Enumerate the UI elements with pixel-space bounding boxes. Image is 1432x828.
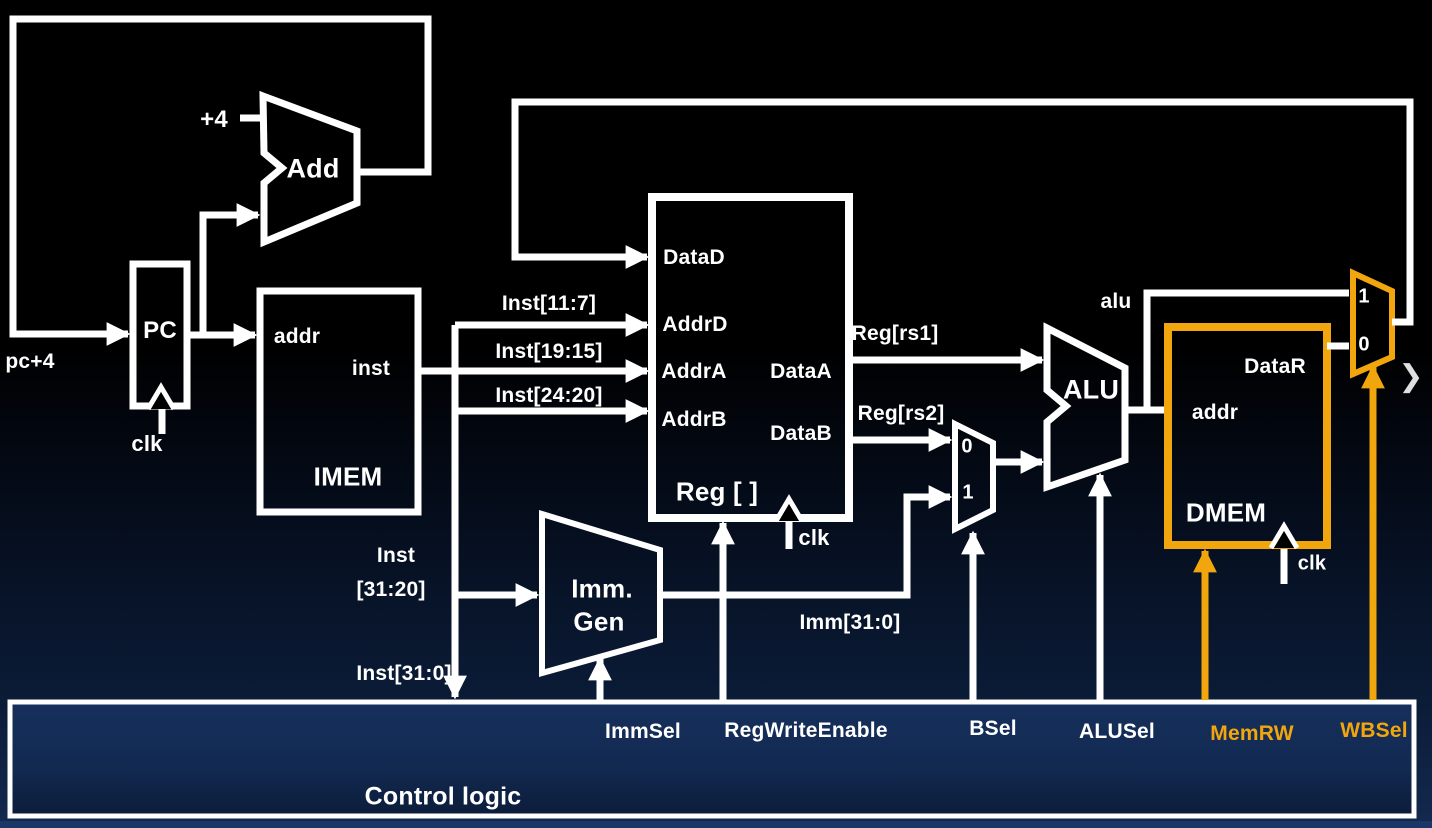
immgen-shape	[539, 509, 663, 677]
control-signal-alusel: ALUSel	[1079, 720, 1155, 743]
regfile-clk-notch	[773, 494, 805, 523]
wire-imm-out	[660, 485, 953, 599]
inst-31-20-label-line2: [31:20]	[356, 578, 426, 601]
next-slide-button[interactable]: ❯	[1398, 359, 1424, 394]
reg-rs2-label: Reg[rs2]	[857, 402, 945, 425]
adder-label: Add	[286, 153, 340, 184]
inst-31-0-label: Inst[31:0]	[356, 662, 452, 685]
adder-shape	[259, 90, 361, 248]
control-signal-bsel: BSel	[969, 717, 1017, 740]
control-signal-regwriteenable: RegWriteEnable	[724, 719, 888, 742]
slide-bottom-strip	[0, 821, 1432, 828]
bsel-mux-shape	[952, 419, 996, 534]
dmem-label: DMEM	[1185, 497, 1267, 528]
imem-addr-port-label: addr	[273, 325, 321, 348]
wb-mux-input0-label: 0	[1358, 333, 1370, 356]
bsel-mux-input0-label: 0	[961, 435, 973, 458]
imm-31-0-label: Imm[31:0]	[799, 611, 901, 634]
alu-shape	[1043, 322, 1129, 492]
plus-four-label: +4	[200, 106, 228, 133]
pc-clk-notch	[145, 382, 177, 411]
pc-clk-label: clk	[131, 431, 163, 456]
inst-24-20-label: Inst[24:20]	[495, 384, 603, 407]
pc-plus-4-label: pc+4	[5, 350, 55, 373]
dmem-clk-notch	[1268, 521, 1300, 550]
pc-label: PC	[143, 317, 177, 344]
regfile-label: Reg [ ]	[675, 476, 759, 507]
regfile-dataa-port-label: DataA	[770, 360, 832, 383]
control-logic-label: Control logic	[364, 782, 522, 811]
regfile-addra-port-label: AddrA	[661, 360, 727, 383]
dmem-box	[1164, 323, 1331, 549]
dmem-clk-label: clk	[1297, 552, 1327, 575]
dmem-datar-port-label: DataR	[1244, 355, 1306, 378]
wb-mux-shape	[1350, 268, 1395, 379]
inst-19-15-label: Inst[19:15]	[495, 340, 603, 363]
control-signal-immsel: ImmSel	[605, 720, 681, 743]
regfile-addrd-port-label: AddrD	[662, 313, 728, 336]
alu-label: ALU	[1062, 374, 1120, 405]
regfile-datad-port-label: DataD	[663, 246, 725, 269]
bsel-mux-input1-label: 1	[962, 481, 974, 504]
imem-inst-port-label: inst	[351, 357, 391, 380]
wire-fetch-loop	[9, 15, 432, 346]
inst-31-20-label-line1: Inst	[376, 544, 416, 567]
inst-11-7-label: Inst[11:7]	[501, 292, 597, 315]
imem-box	[256, 287, 422, 516]
control-signal-memrw: MemRW	[1210, 722, 1294, 745]
wire-alu-to-wb-mux	[1143, 289, 1349, 410]
imem-label: IMEM	[313, 461, 383, 492]
immgen-label-line1: Imm.	[571, 573, 633, 604]
control-signal-wbsel: WBSel	[1340, 719, 1408, 742]
regfile-datab-port-label: DataB	[770, 422, 832, 445]
control-logic-box	[7, 699, 1417, 819]
wire-pc-to-adder	[199, 203, 261, 335]
dmem-addr-port-label: addr	[1191, 401, 1239, 424]
reg-rs1-label: Reg[rs1]	[851, 322, 939, 345]
immgen-label-line2: Gen	[573, 606, 625, 637]
regfile-addrb-port-label: AddrB	[661, 408, 727, 431]
regfile-clk-label: clk	[798, 525, 830, 550]
alu-out-label: alu	[1100, 290, 1132, 313]
wire-writeback-loop	[511, 98, 1414, 326]
wb-mux-input1-label: 1	[1358, 285, 1370, 308]
